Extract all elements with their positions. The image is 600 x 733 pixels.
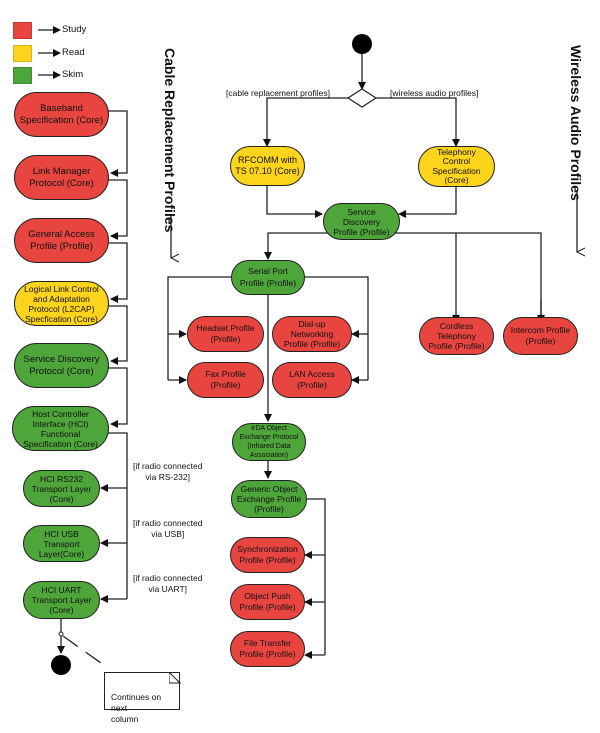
node-label: IrDA Object Exchange Protocol (Infrared … [239, 425, 299, 459]
node-label: HCI USB Transport Layer(Core) [38, 528, 85, 559]
node-label: Serial Port Profile (Profile) [239, 266, 297, 288]
node-label: Intercom Profile (Profile) [510, 324, 571, 347]
legend-swatch-study [13, 22, 32, 39]
node-hci-rs232-transport[interactable]: HCI RS232 Transport Layer (Core) [23, 470, 100, 507]
lane-title-cable: Cable Replacement Profiles [162, 48, 178, 233]
edge-rfcomm-sdap [266, 186, 323, 218]
node-label: HCI RS232 Transport Layer (Core) [31, 473, 92, 504]
node-service-discovery-profile[interactable]: Service Discovery Profile (Profile) [323, 203, 400, 240]
node-label: Baseband Specification (Core) [19, 103, 104, 126]
node-intercom-profile[interactable]: Intercom Profile (Profile) [503, 317, 578, 355]
node-rfcomm[interactable]: RFCOMM with TS 07.10 (Core) [230, 146, 305, 186]
node-lan-access-profile[interactable]: LAN Access (Profile) [272, 362, 352, 398]
node-synchronization-profile[interactable]: Synchronization Profile (Profile) [230, 537, 305, 573]
edge-l2cap-sdp [108, 305, 128, 365]
node-label: Host Controller Interface (HCI) Function… [23, 408, 98, 449]
node-label: RFCOMM with TS 07.10 (Core) [235, 154, 300, 177]
node-baseband-specification[interactable]: Baseband Specification (Core) [14, 92, 109, 137]
node-hci-uart-transport[interactable]: HCI UART Transport Layer (Core) [23, 581, 100, 619]
legend-arrows [38, 26, 61, 79]
node-irda-object-exchange[interactable]: IrDA Object Exchange Protocol (Infrared … [232, 423, 306, 461]
node-label: LAN Access (Profile) [289, 368, 335, 391]
edge-spp-right [304, 276, 369, 380]
node-label: Dial-up Networking Profile (Profile) [283, 319, 341, 349]
lane-title-wireless: Wireless Audio Profiles [568, 45, 584, 201]
edge-gap-l2cap [108, 242, 128, 303]
node-label: Link Manager Protocol (Core) [29, 166, 94, 189]
node-label: Generic Object Exchange Profile (Profile… [236, 484, 302, 514]
node-label: General Access Profile (Profile) [28, 229, 95, 252]
guard-rs232: [if radio connected via RS-232] [133, 461, 203, 482]
node-generic-object-exchange-profile[interactable]: Generic Object Exchange Profile (Profile… [231, 480, 307, 518]
node-label: Logical Link Control and Adaptation Prot… [24, 283, 99, 324]
node-label: Object Push Profile (Profile) [239, 590, 296, 613]
node-dial-up-networking-profile[interactable]: Dial-up Networking Profile (Profile) [272, 316, 352, 352]
edge-sdap-spp [264, 232, 330, 260]
legend-label-read: Read [62, 47, 85, 58]
decision-node [346, 88, 378, 108]
note-corner-fold [169, 672, 181, 684]
edge-hci-transport [108, 432, 128, 599]
edge-spp-left [167, 276, 232, 380]
edge-decision-tcs [376, 97, 460, 147]
continues-note: Continues on next column [104, 672, 180, 724]
edge-goep-right [306, 498, 326, 655]
edge-lmp-gap [108, 179, 128, 240]
node-l2cap-specification[interactable]: Logical Link Control and Adaptation Prot… [14, 281, 109, 326]
edge-tcs-sdap [398, 186, 457, 218]
node-telephony-control-specification[interactable]: Telephony Control Specification (Core) [418, 146, 495, 187]
node-headset-profile[interactable]: Headset Profile (Profile) [187, 316, 264, 352]
note-anchor [62, 635, 109, 669]
node-label: Cordless Telephony Profile (Profile) [428, 321, 485, 351]
edge-sdap-right [390, 232, 542, 322]
legend-swatch-skim [13, 67, 32, 84]
edge-baseband-lmp [108, 110, 128, 177]
edge-sdp-hci [108, 367, 128, 428]
node-label: HCI UART Transport Layer (Core) [31, 585, 92, 615]
guard-wireless-audio: [wireless audio profiles] [390, 88, 479, 98]
legend-label-skim: Skim [62, 69, 84, 80]
guard-cable-replacement: [cable replacement profiles] [226, 88, 330, 98]
node-label: Synchronization Profile (Profile) [237, 543, 298, 566]
node-service-discovery-protocol[interactable]: Service Discovery Protocol (Core) [14, 343, 109, 388]
note-anchor-dot [58, 631, 64, 637]
node-hci-usb-transport[interactable]: HCI USB Transport Layer(Core) [23, 525, 100, 562]
node-general-access-profile[interactable]: General Access Profile (Profile) [14, 218, 109, 263]
node-label: File Transfer Profile (Profile) [239, 637, 296, 660]
start-node [352, 34, 372, 54]
node-fax-profile[interactable]: Fax Profile (Profile) [187, 362, 264, 398]
edge-decision-rfcomm [263, 97, 348, 147]
node-file-transfer-profile[interactable]: File Transfer Profile (Profile) [230, 631, 305, 667]
node-label: Fax Profile (Profile) [205, 368, 246, 391]
legend-label-study: Study [62, 24, 87, 35]
note-text: Continues on next column [111, 692, 162, 724]
end-node [51, 655, 71, 675]
guard-uart: [if radio connected via UART] [133, 573, 203, 594]
node-link-manager-protocol[interactable]: Link Manager Protocol (Core) [14, 155, 109, 200]
guard-usb: [if radio connected via USB] [133, 518, 203, 539]
node-hci-functional-specification[interactable]: Host Controller Interface (HCI) Function… [12, 406, 109, 451]
node-label: Service Discovery Profile (Profile) [333, 206, 390, 237]
node-object-push-profile[interactable]: Object Push Profile (Profile) [230, 584, 305, 620]
node-label: Headset Profile (Profile) [196, 322, 255, 345]
node-serial-port-profile[interactable]: Serial Port Profile (Profile) [231, 260, 305, 295]
node-label: Telephony Control Specification (Core) [432, 146, 481, 185]
legend-swatch-read [13, 45, 32, 62]
node-label: Service Discovery Protocol (Core) [23, 354, 100, 377]
node-cordless-telephony-profile[interactable]: Cordless Telephony Profile (Profile) [419, 317, 494, 355]
